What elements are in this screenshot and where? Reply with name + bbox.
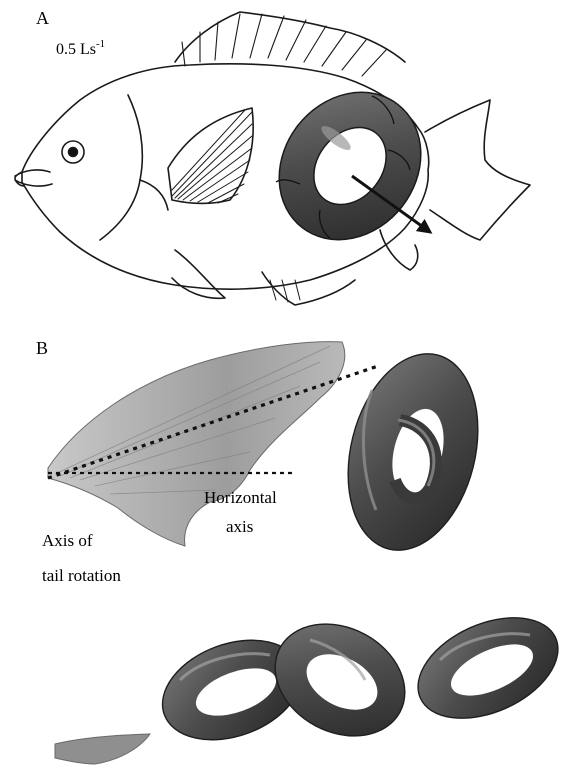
speed-exponent: -1 xyxy=(96,38,105,50)
vortex-ring-chain xyxy=(149,598,565,758)
fin-fragment xyxy=(55,734,150,764)
panel-b-letter: B xyxy=(36,338,48,358)
tail-axis-label-2: tail rotation xyxy=(42,566,121,585)
speed-label: 0.5 Ls-1 xyxy=(56,38,105,58)
tail-axis-label-1: Axis of xyxy=(42,531,93,550)
horizontal-axis-label-2: axis xyxy=(226,517,253,536)
vortex-ring-b xyxy=(329,340,498,564)
fish-mouth xyxy=(15,170,52,186)
tail-fin xyxy=(425,100,530,240)
tail-fin-photo xyxy=(48,342,345,546)
gill-cover xyxy=(100,95,142,240)
horizontal-axis-label-1: Horizontal xyxy=(204,488,277,507)
speed-value: 0.5 Ls xyxy=(56,41,96,58)
dorsal-fin xyxy=(175,12,405,62)
pelvic-fin xyxy=(172,250,225,298)
vortex-ring-a xyxy=(250,64,450,268)
panel-a-letter: A xyxy=(36,8,49,28)
